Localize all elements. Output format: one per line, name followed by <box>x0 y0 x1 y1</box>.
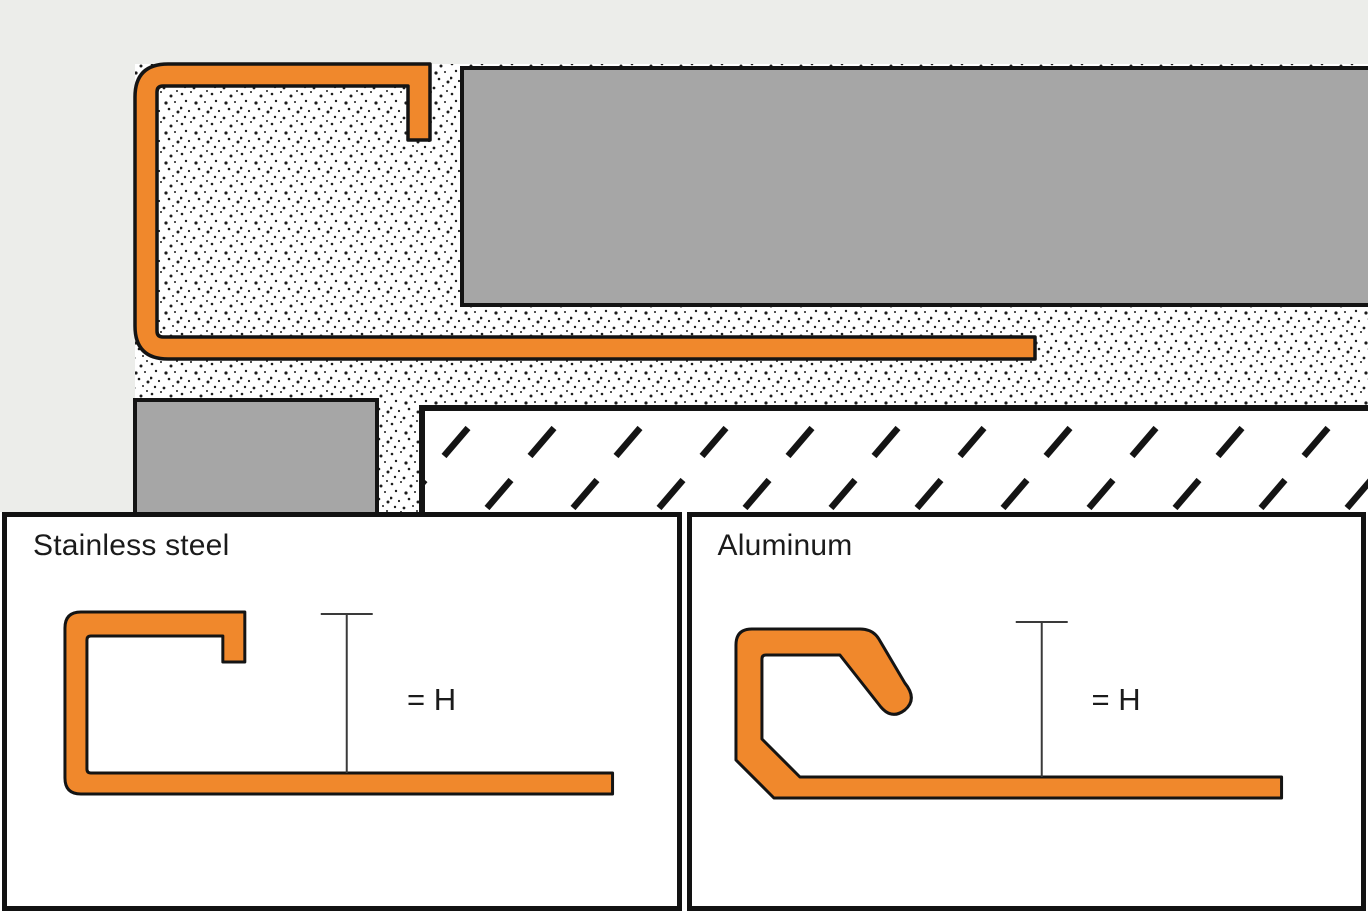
hatched-substrate <box>419 405 1368 512</box>
installation-cross-section <box>0 0 1368 512</box>
height-label-stainless-steel: = H <box>407 682 457 717</box>
stainless-steel-profile-drawing <box>63 610 615 796</box>
height-dimension-line <box>320 613 373 773</box>
aluminum-profile-shape <box>733 627 1283 800</box>
panel-aluminum: Aluminum = H <box>686 512 1366 911</box>
aluminum-profile-drawing <box>733 621 1283 800</box>
panel-title-aluminum: Aluminum <box>717 529 853 562</box>
stainless-steel-profile-shape <box>63 610 615 796</box>
panel-stainless-steel: Stainless steel = H <box>2 512 682 911</box>
cross-section-drawing <box>0 0 1368 512</box>
panel-title-stainless-steel: Stainless steel <box>33 529 230 562</box>
lower-tile <box>133 398 379 512</box>
height-dimension-line <box>1015 621 1068 777</box>
edge-profile-cross-section <box>133 62 1037 361</box>
variant-panels: Stainless steel = H Aluminum = H <box>0 512 1368 911</box>
height-label-aluminum: = H <box>1091 682 1141 717</box>
upper-tile <box>460 66 1368 307</box>
